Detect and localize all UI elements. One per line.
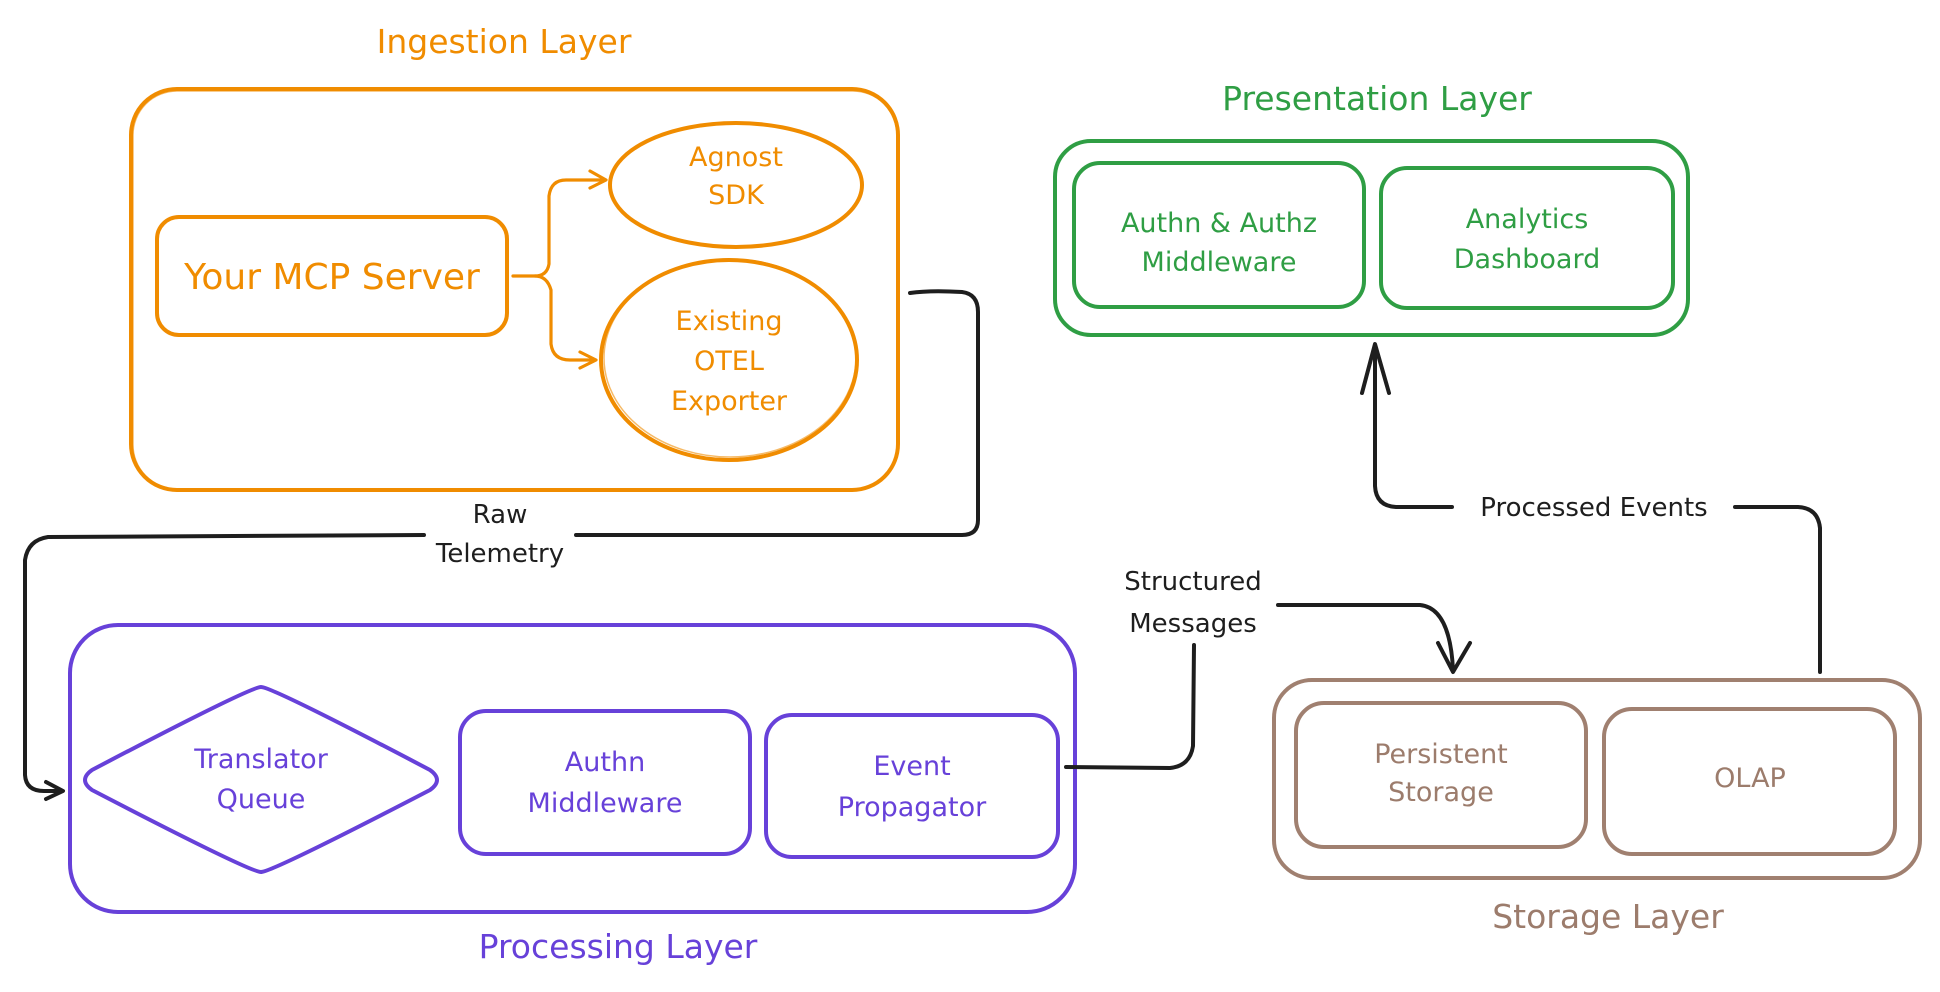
arrowhead-icon [1436,641,1472,674]
presentation-layer-container[interactable] [1053,139,1690,337]
translator-queue-node[interactable]: Translator Queue [83,685,439,874]
otel-exporter-label-line1: Existing [676,306,783,337]
arrowhead-icon [44,780,65,801]
authn-authz-box[interactable] [1072,161,1366,309]
mcp-server-label: Your MCP Server [183,257,480,298]
authn-middleware-label-line2: Middleware [528,788,683,819]
olap-box[interactable] [1602,707,1897,856]
storage-layer-container[interactable] [1272,678,1922,880]
translator-queue-label-line1: Translator [193,744,329,775]
presentation-layer-title: Presentation Layer [1222,79,1532,118]
persistent-storage-label-line2: Storage [1388,777,1494,808]
ingestion-layer-container[interactable] [129,87,900,492]
authn-middleware-box[interactable] [458,709,752,856]
raw-telemetry-line-right [574,289,980,537]
mcp-server-node[interactable]: Your MCP Server [155,215,509,337]
analytics-dashboard-label-line2: Dashboard [1454,244,1600,275]
arrowhead-icon [578,350,598,370]
raw-telemetry-edge: Raw Telemetry [23,289,980,801]
analytics-dashboard-box[interactable] [1379,166,1675,310]
mcp-to-otel-edge [533,274,596,362]
agnost-sdk-label-line1: Agnost [689,142,783,173]
authn-authz-node[interactable]: Authn & Authz Middleware [1072,161,1366,309]
processing-layer: Translator Queue Authn Middleware Event … [68,623,1077,966]
mcp-server-box[interactable] [155,215,509,337]
event-propagator-label-line1: Event [873,751,950,782]
arrowhead-icon [588,169,608,190]
agnost-sdk-label-line2: SDK [708,180,765,211]
processed-events-line-right [1733,505,1822,674]
processed-events-label: Processed Events [1480,493,1707,523]
otel-exporter-ellipse[interactable] [599,258,859,462]
authn-authz-label-line2: Middleware [1142,247,1297,278]
mcp-to-agnost-edge [511,178,606,278]
olap-label: OLAP [1714,763,1786,794]
authn-middleware-label-line1: Authn [565,747,645,778]
translator-queue-label-line2: Queue [217,784,306,815]
olap-node[interactable]: OLAP [1602,707,1897,856]
event-propagator-box[interactable] [764,713,1060,859]
raw-telemetry-label-line1: Raw [473,500,528,530]
otel-exporter-label-line3: Exporter [671,386,788,417]
analytics-dashboard-label-line1: Analytics [1466,204,1589,235]
authn-authz-label-line1: Authn & Authz [1121,208,1317,239]
raw-telemetry-label-line2: Telemetry [435,539,564,569]
persistent-storage-label-line1: Persistent [1374,739,1508,770]
otel-exporter-ellipse-sketch [603,258,857,458]
processing-layer-title: Processing Layer [479,927,758,966]
ingestion-layer-container-sketch [132,90,898,490]
structured-messages-line-upper [1276,603,1455,672]
persistent-storage-node[interactable]: Persistent Storage [1294,701,1588,849]
ingestion-layer-title: Ingestion Layer [377,22,632,61]
otel-exporter-node[interactable]: Existing OTEL Exporter [599,258,859,462]
storage-layer: Persistent Storage OLAP Storage Layer [1272,678,1922,936]
presentation-layer: Presentation Layer Authn & Authz Middlew… [1053,79,1690,337]
storage-layer-title: Storage Layer [1492,897,1724,936]
analytics-dashboard-node[interactable]: Analytics Dashboard [1379,166,1675,310]
persistent-storage-box[interactable] [1294,701,1588,849]
structured-messages-line-lower [1064,643,1196,770]
ingestion-layer: Ingestion Layer Your MCP Server Agnost S… [129,22,900,492]
structured-messages-label-line1: Structured [1124,567,1261,597]
event-propagator-label-line2: Propagator [838,792,987,823]
raw-telemetry-line-left [23,533,426,793]
translator-queue-diamond[interactable] [83,685,439,874]
event-propagator-node[interactable]: Event Propagator [764,713,1060,859]
processed-events-line-left [1373,346,1454,509]
arrowhead-icon [1360,342,1391,395]
authn-middleware-node[interactable]: Authn Middleware [458,709,752,856]
agnost-sdk-ellipse[interactable] [608,121,864,249]
structured-messages-label-line2: Messages [1129,609,1257,639]
agnost-sdk-node[interactable]: Agnost SDK [608,121,864,249]
otel-exporter-label-line2: OTEL [694,346,764,377]
processed-events-edge: Processed Events [1360,342,1822,674]
structured-messages-edge: Structured Messages [1064,567,1472,770]
